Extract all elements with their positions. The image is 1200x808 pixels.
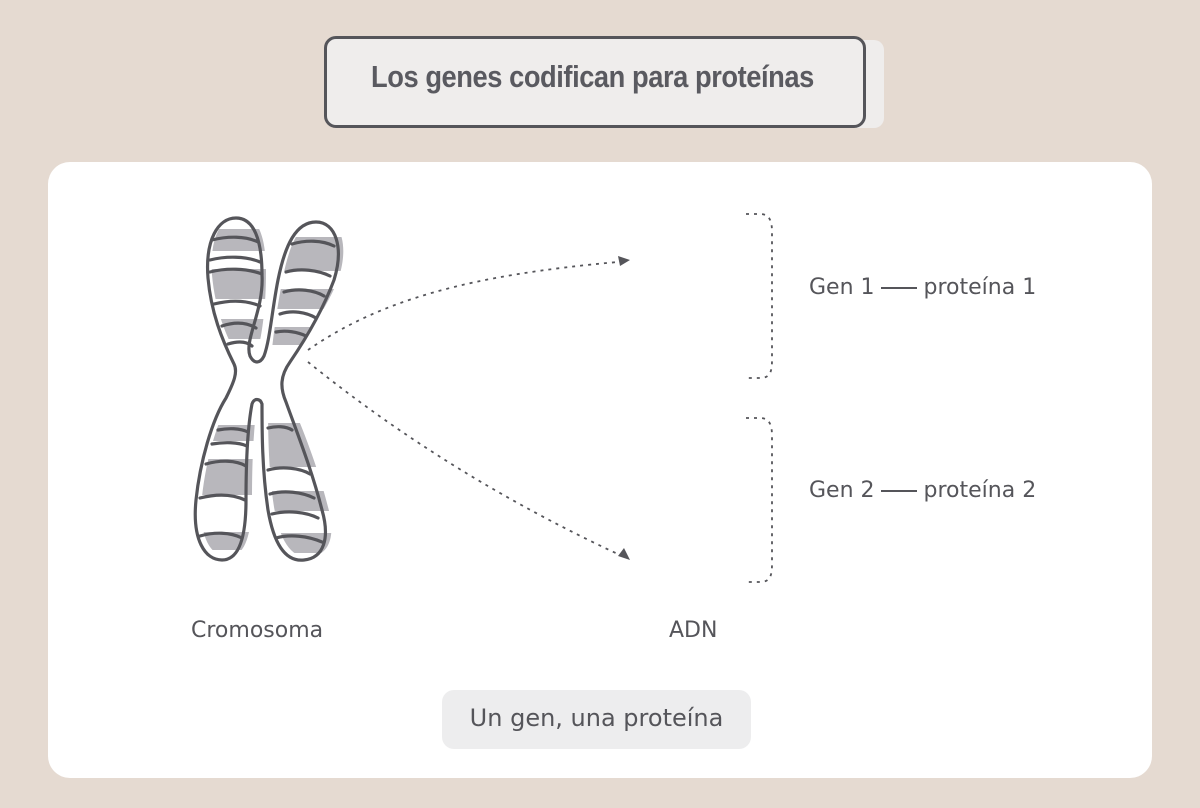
gene-row-1: Gen 1 proteína 1	[809, 275, 1036, 300]
bracket-gene-1	[746, 213, 773, 379]
gene-row-2: Gen 2 proteína 2	[809, 478, 1036, 503]
caption-text: Un gen, una proteína	[469, 704, 724, 732]
arrow-to-gene-1	[307, 261, 619, 351]
arrow-to-gene-2	[307, 361, 623, 557]
gene-1-label: Gen 1	[809, 275, 875, 300]
gene-1-dash	[880, 286, 917, 289]
arrowhead-up-icon	[618, 256, 630, 266]
bracket-gene-2	[746, 417, 773, 583]
protein-1-label: proteína 1	[923, 275, 1037, 300]
title-box: Los genes codifican para proteínas	[324, 36, 866, 128]
dna-label: ADN	[669, 618, 718, 643]
dotted-arrows	[307, 261, 623, 557]
gene-2-dash	[880, 489, 917, 492]
gene-2-label: Gen 2	[809, 478, 875, 503]
protein-2-label: proteína 2	[923, 478, 1037, 503]
chromosome-bands	[201, 229, 344, 553]
chromosome-label: Cromosoma	[191, 618, 324, 643]
page-title: Los genes codifican para proteínas	[371, 59, 814, 94]
gene-brackets	[746, 213, 773, 583]
caption-pill: Un gen, una proteína	[442, 690, 751, 749]
arrowhead-down-icon	[618, 548, 630, 560]
chromosome-icon	[193, 216, 340, 562]
